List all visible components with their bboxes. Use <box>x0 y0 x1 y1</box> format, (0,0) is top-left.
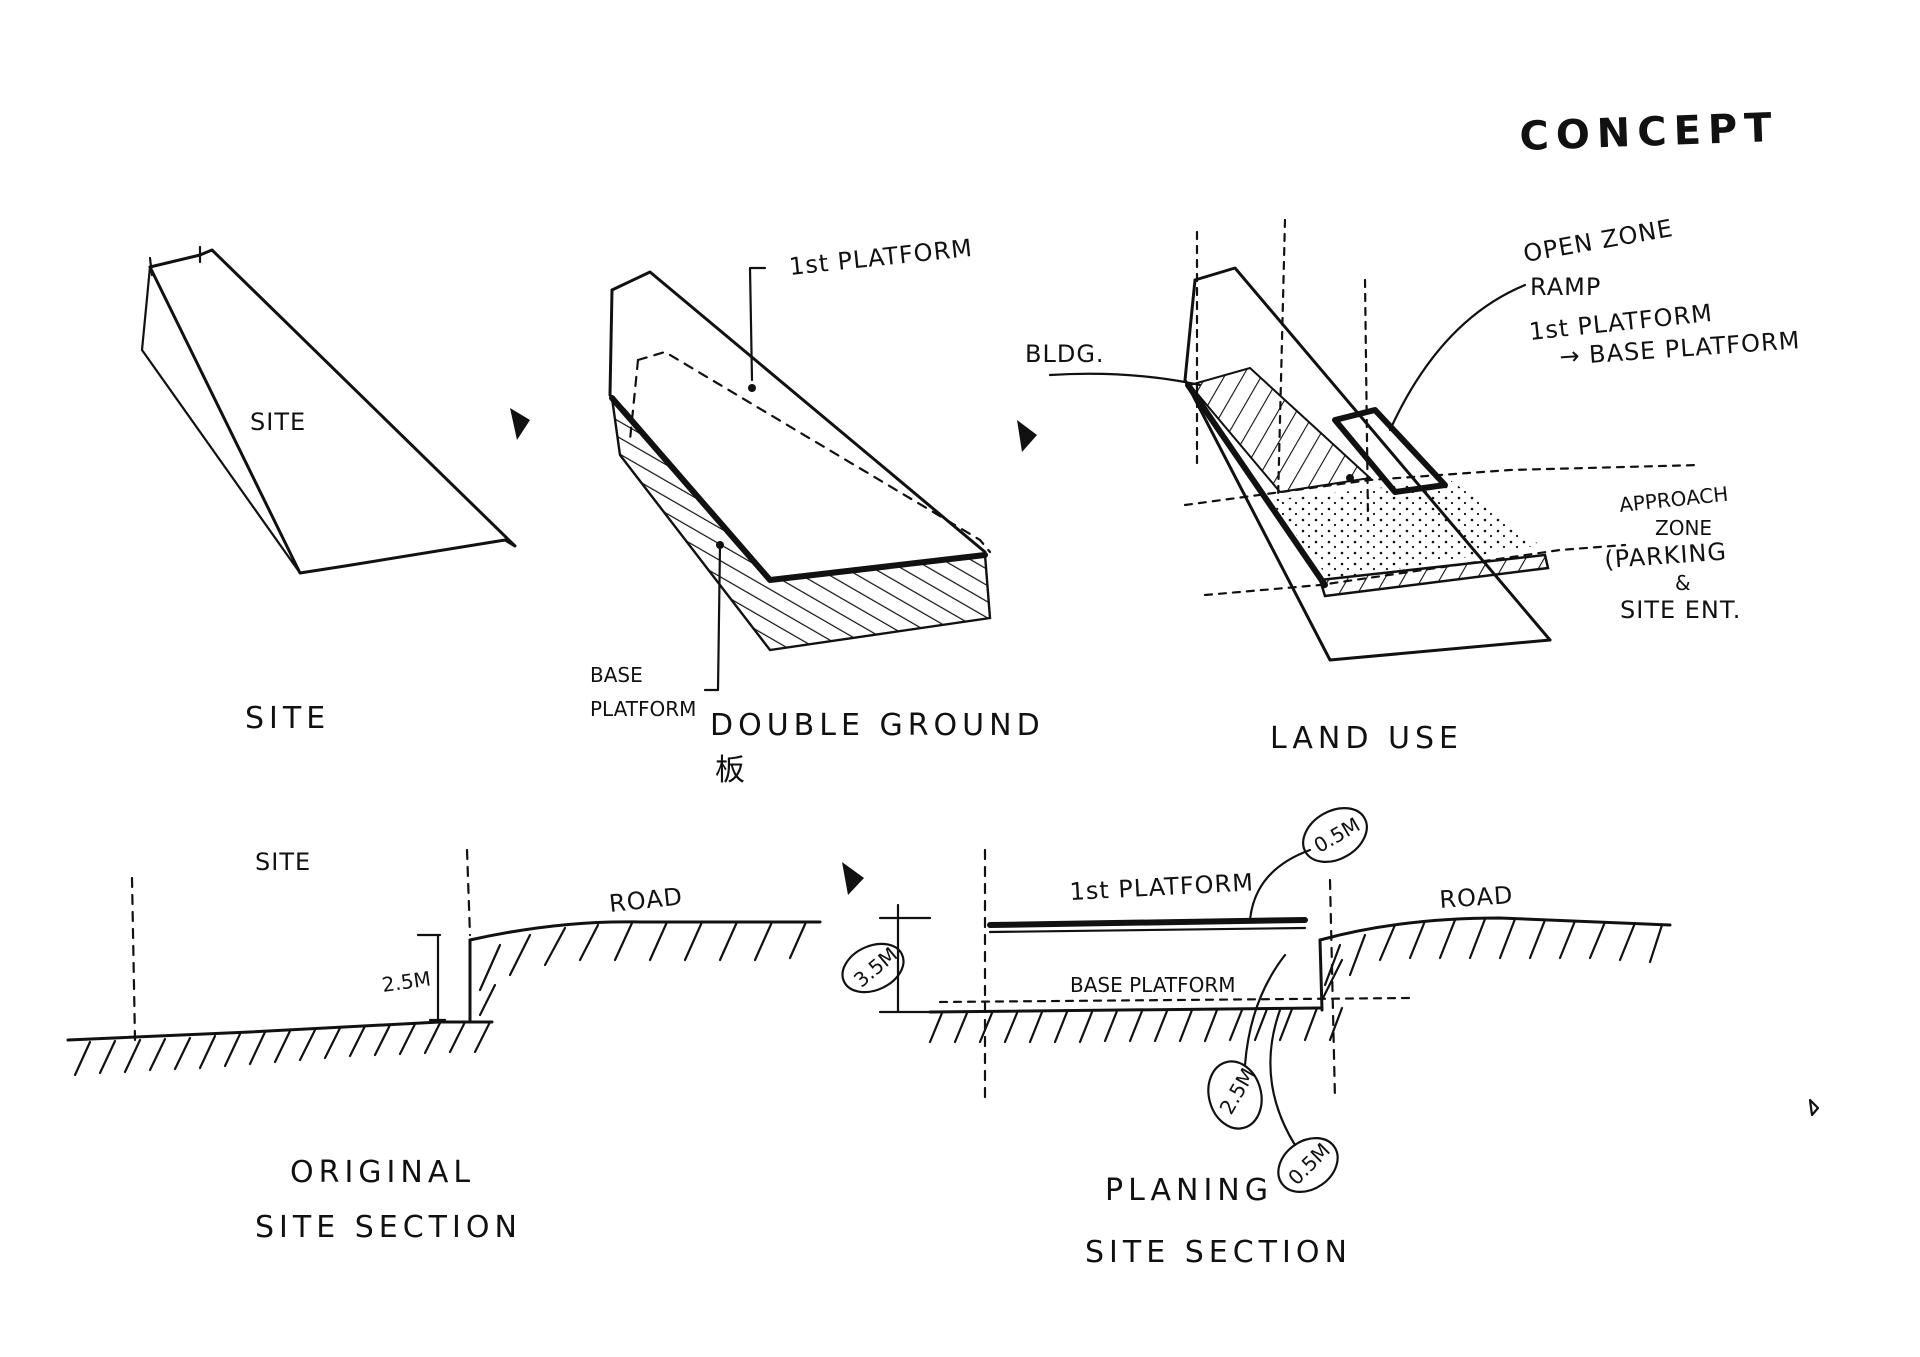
double-ground-diagram: 1st PLATFORM BASE PLATFORM DOUBLE GROUND… <box>590 234 1045 788</box>
original-dimension: 2.5M <box>380 966 432 997</box>
double-ground-caption: DOUBLE GROUND <box>710 708 1045 743</box>
site-diagram: SITE SITE <box>140 245 517 736</box>
double-ground-caption-char: 板 <box>715 753 750 788</box>
land-use-caption: LAND USE <box>1270 721 1463 756</box>
land-use-diagram: BLDG. OPEN ZONE RAMP 1st PLATFORM → BASE… <box>1025 214 1801 756</box>
planning-mid-dimension: 2.5M <box>1215 1064 1260 1118</box>
approach-note-line1: APPROACH <box>1618 482 1729 517</box>
open-zone-note: OPEN ZONE <box>1521 214 1675 268</box>
original-site-label: SITE <box>255 848 311 876</box>
base-platform-label-line2: PLATFORM <box>590 697 696 721</box>
arrow-marker-icon <box>1017 420 1037 452</box>
arrow-marker-icon <box>510 408 530 440</box>
planning-section-diagram: 3.5M 0.5M 2.5M 0.5M 1st PLATFORM BASE PL… <box>841 807 1672 1270</box>
approach-note-line2: ZONE <box>1655 516 1712 540</box>
base-platform-label-line1: BASE <box>590 663 643 687</box>
planning-first-platform-label: 1st PLATFORM <box>1069 868 1255 906</box>
arrow-marker-icon <box>842 862 864 895</box>
first-platform-label: 1st PLATFORM <box>788 234 974 281</box>
planning-height-dimension: 3.5M <box>849 942 902 992</box>
planning-top-dimension: 0.5M <box>1310 812 1364 857</box>
planning-base-platform-label: BASE PLATFORM <box>1070 973 1236 997</box>
bldg-label: BLDG. <box>1025 340 1105 368</box>
original-section-diagram: 2.5M SITE ROAD ORIGINAL SITE SECTION <box>66 848 822 1245</box>
site-plan-label: SITE <box>250 408 306 436</box>
approach-note-line5: SITE ENT. <box>1620 596 1741 624</box>
planning-caption-line2: SITE SECTION <box>1085 1235 1352 1270</box>
original-road-label: ROAD <box>608 882 685 918</box>
planning-bottom-dimension: 0.5M <box>1283 1138 1335 1190</box>
approach-note-line4: & <box>1675 571 1691 595</box>
planning-road-label: ROAD <box>1438 881 1514 914</box>
original-caption-line1: ORIGINAL <box>290 1155 475 1190</box>
sheet-title: CONCEPT <box>1519 105 1780 160</box>
site-caption: SITE <box>245 701 330 736</box>
approach-note-line3: (PARKING <box>1603 537 1727 573</box>
planning-caption-line1: PLANING <box>1105 1173 1273 1208</box>
ramp-note: RAMP <box>1530 273 1601 301</box>
original-caption-line2: SITE SECTION <box>255 1210 522 1245</box>
page-mark-icon <box>1808 1098 1820 1117</box>
